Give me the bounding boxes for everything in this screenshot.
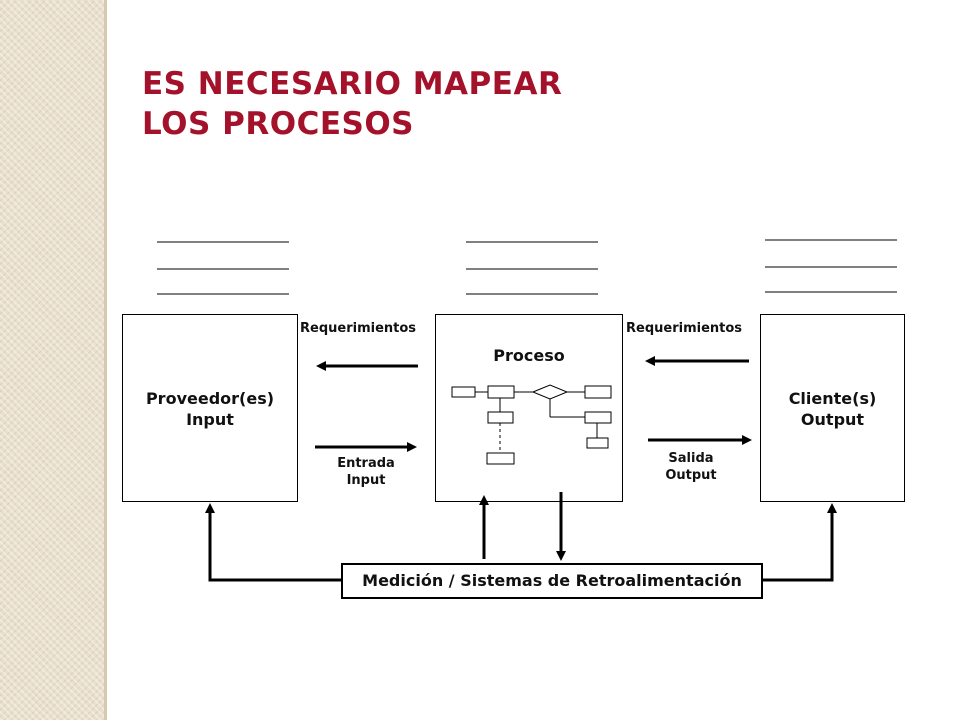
requirements-label-right: Requerimientos: [626, 321, 743, 336]
feedback-loop-supplier: [205, 503, 341, 582]
flow-node-end: [486, 452, 515, 465]
flow-node-step-1: [487, 385, 515, 399]
flow-node-step-5: [586, 437, 609, 449]
client-blank-lines: [765, 239, 897, 293]
flow-node-step-3: [487, 411, 514, 424]
feedback-box: Medición / Sistemas de Retroalimentación: [341, 563, 763, 599]
output-label-line-1: Salida: [668, 451, 714, 466]
requirements-label-left: Requerimientos: [300, 321, 417, 336]
flow-node-decision: [531, 384, 569, 400]
supplier-blank-lines: [157, 241, 289, 295]
input-label-line-1: Entrada: [337, 456, 395, 471]
supplier-label-line-1: Proveedor(es): [145, 389, 275, 408]
flow-node-start: [451, 386, 476, 398]
title-line-2: LOS PROCESOS: [142, 106, 414, 142]
slide-title: ES NECESARIO MAPEAR LOS PROCESOS: [142, 64, 562, 144]
decorative-side-band: [0, 0, 104, 720]
side-band-edge: [104, 0, 107, 720]
client-label-line-2: Output: [800, 410, 865, 429]
flow-node-step-2: [584, 385, 612, 399]
feedback-loop-client: [763, 503, 837, 582]
output-label-line-2: Output: [665, 468, 717, 483]
supplier-box: Proveedor(es) Input: [122, 314, 298, 502]
client-box: Cliente(s) Output: [760, 314, 905, 502]
flow-node-step-4: [584, 411, 612, 424]
process-box: Proceso: [435, 314, 623, 502]
input-label: Entrada Input: [331, 455, 401, 489]
client-label-line-1: Cliente(s): [788, 389, 877, 408]
process-label: Proceso: [493, 346, 565, 365]
output-label: Salida Output: [656, 450, 726, 484]
supplier-label: Proveedor(es) Input: [123, 388, 297, 430]
supplier-label-line-2: Input: [186, 410, 234, 429]
input-label-line-2: Input: [346, 473, 386, 488]
title-line-1: ES NECESARIO MAPEAR: [142, 66, 563, 102]
mini-flowchart: [451, 384, 612, 465]
process-blank-lines: [466, 241, 598, 295]
client-label: Cliente(s) Output: [761, 388, 904, 430]
